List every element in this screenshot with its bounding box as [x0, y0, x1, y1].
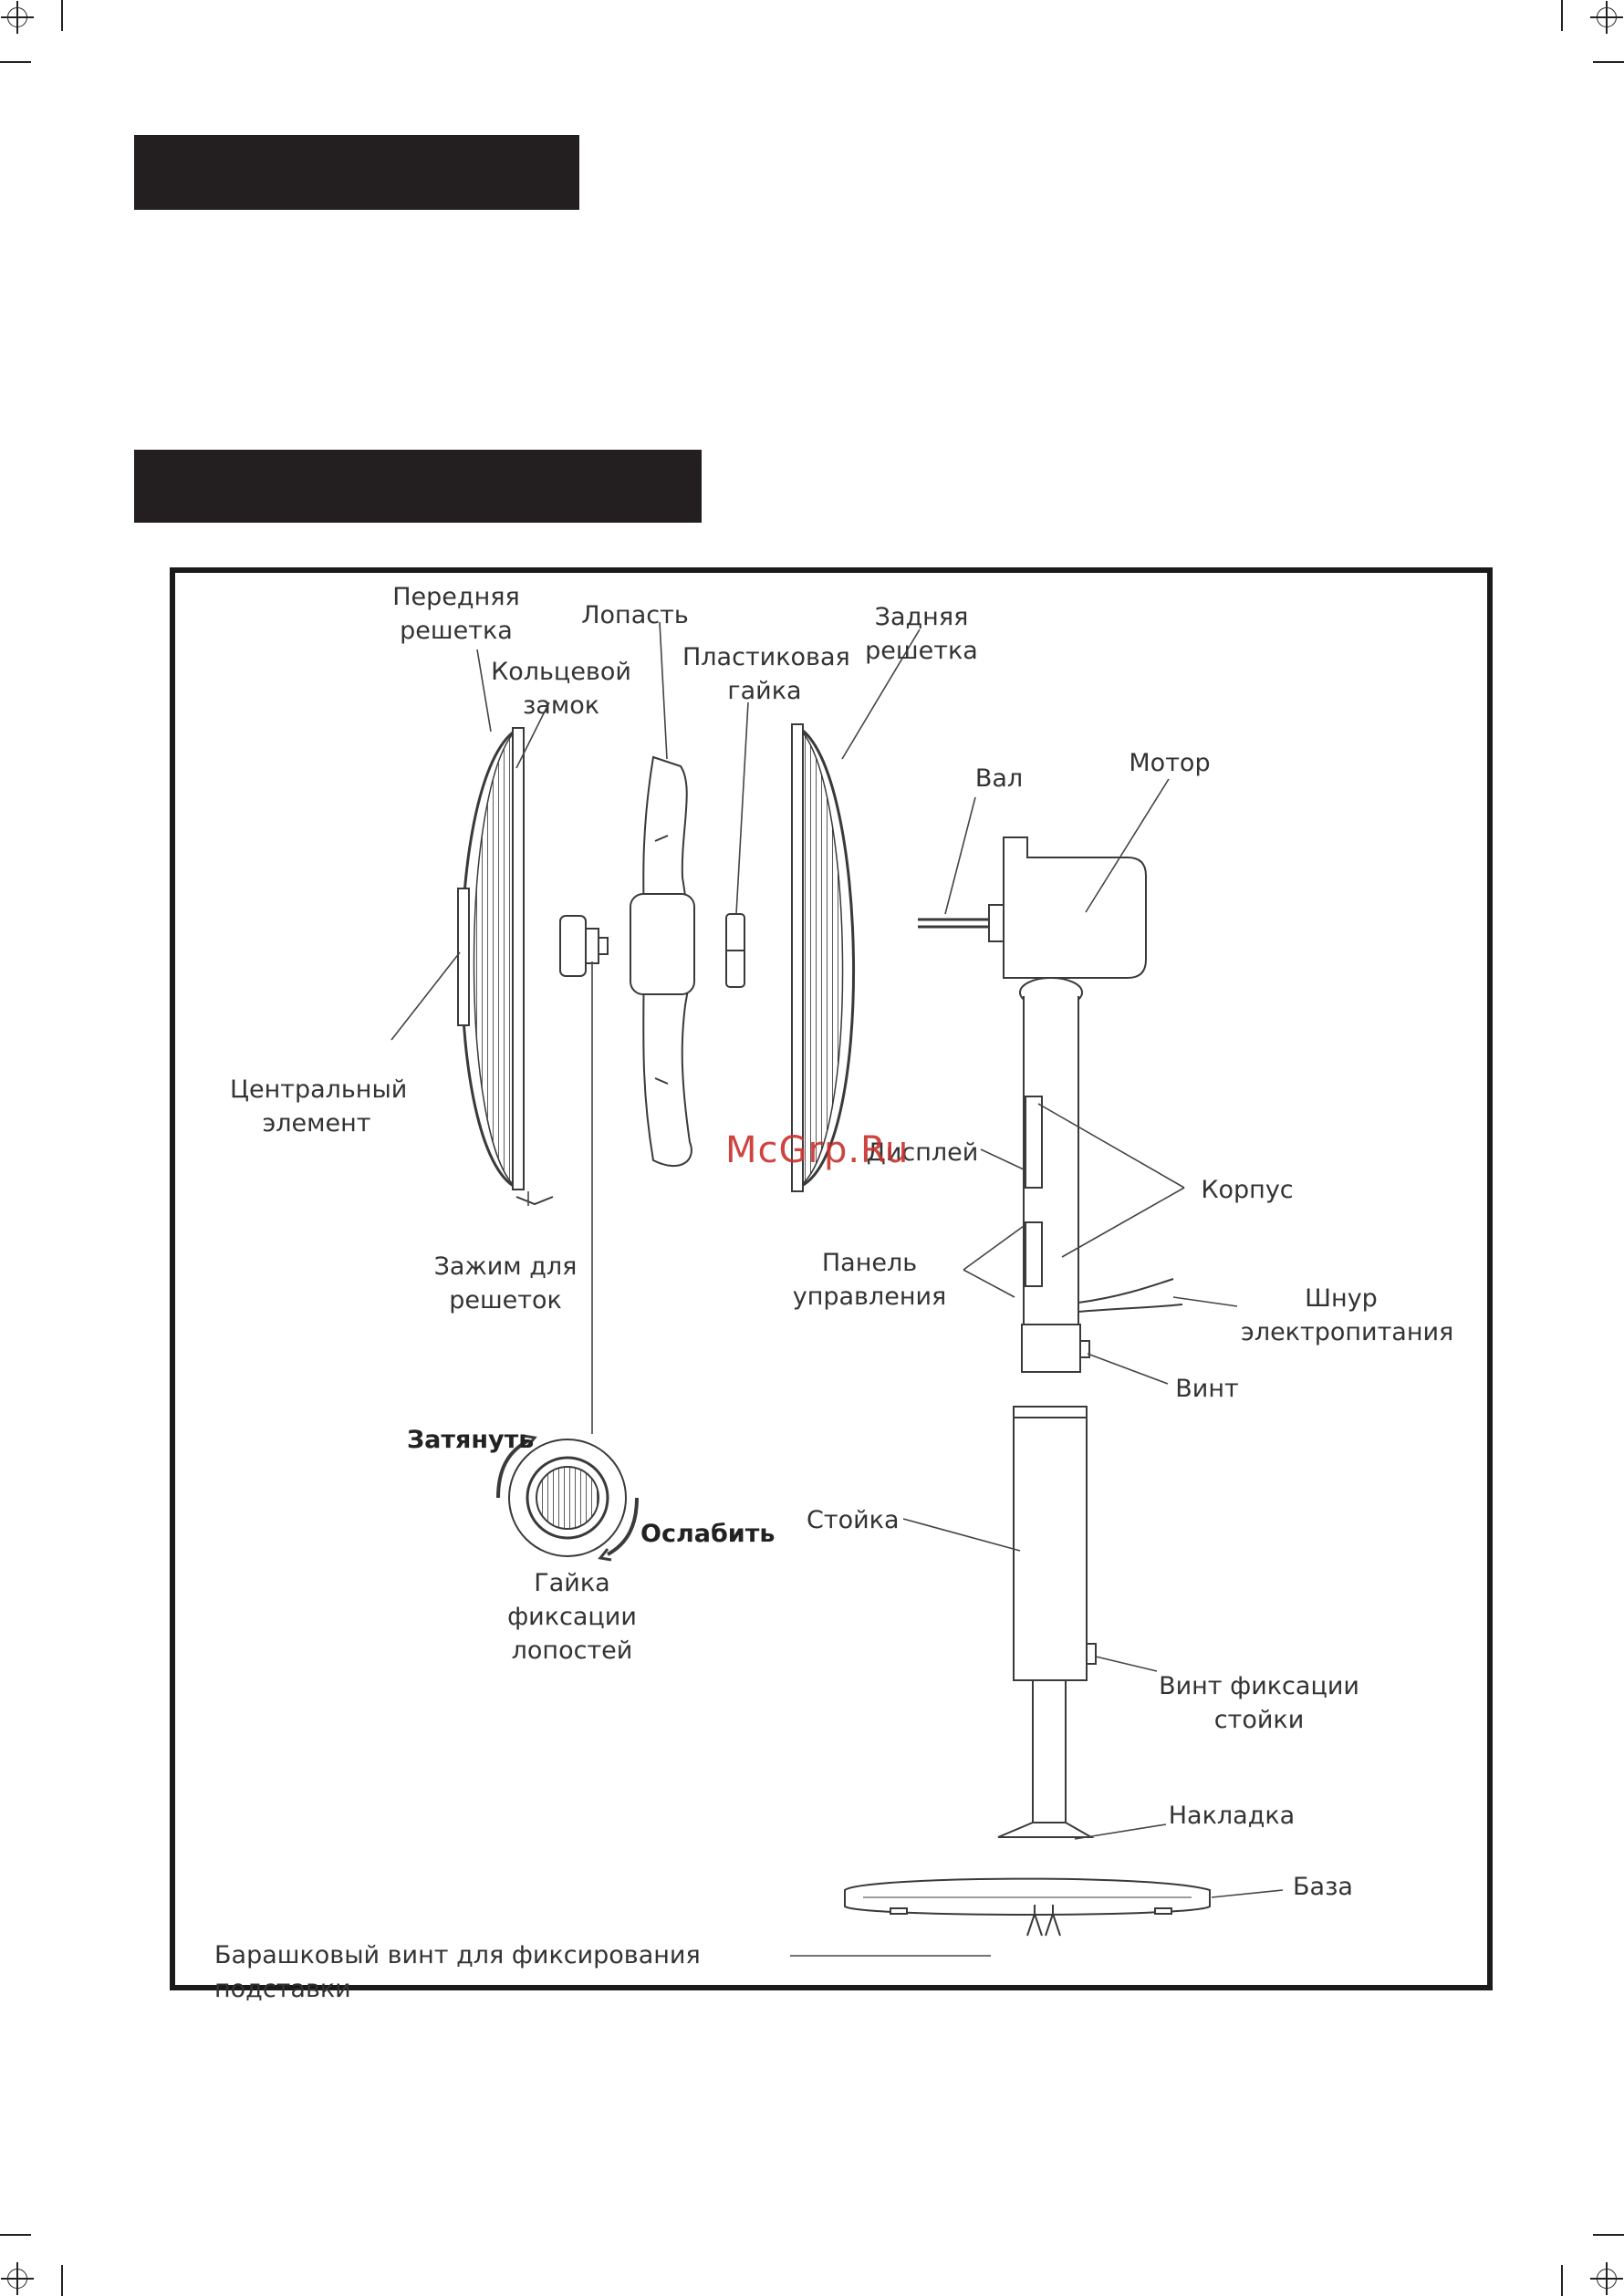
fan-exploded-diagram	[390, 621, 1284, 1957]
label-tighten: Затянуть	[407, 1426, 535, 1454]
motor	[918, 836, 1147, 1008]
watermark: McGrp.Ru	[725, 1129, 910, 1171]
fan-blade	[630, 755, 695, 1167]
crop-mark	[61, 0, 63, 31]
label-power-cord: Шнур электропитания	[1241, 1284, 1454, 1346]
plastic-nut	[725, 913, 745, 988]
label-shaft: Вал	[974, 764, 1024, 793]
base	[844, 1877, 1211, 1916]
label-pole: Стойка	[807, 1506, 900, 1534]
housing	[1021, 996, 1183, 1373]
section-header-bar	[134, 450, 702, 523]
label-control-panel: Панель управления	[792, 1249, 947, 1311]
label-grille-clip: Зажим для решеток	[433, 1252, 578, 1314]
label-plastic-nut: Пластиковая гайка	[682, 643, 850, 705]
label-blade: Лопасть	[581, 601, 689, 629]
crop-mark	[1593, 2234, 1624, 2236]
label-pole-screw: Винт фиксации стойки	[1159, 1672, 1359, 1734]
registration-mark-icon	[1590, 1, 1623, 34]
crop-mark	[0, 2234, 31, 2236]
diagram-frame	[170, 567, 1493, 1990]
registration-mark-icon	[1, 1, 34, 34]
label-motor: Мотор	[1129, 749, 1211, 777]
label-screw: Винт	[1175, 1375, 1239, 1403]
wing-screws	[1026, 1905, 1061, 1937]
section-header-bar	[134, 135, 579, 210]
label-base: База	[1293, 1873, 1353, 1901]
crop-mark	[61, 2265, 63, 2296]
blade-nut	[559, 915, 609, 977]
blade-nut-detail	[496, 1434, 639, 1562]
label-rear-grille: Задняя решетка	[865, 603, 978, 665]
pole	[1013, 1406, 1097, 1827]
label-cover: Накладка	[1168, 1802, 1296, 1830]
registration-mark-icon	[1590, 2262, 1623, 2295]
registration-mark-icon	[1, 2262, 34, 2295]
crop-mark	[1593, 61, 1624, 63]
label-wing-screw: Барашковый винт для фиксирования подстав…	[214, 1941, 701, 2003]
label-loosen: Ослабить	[640, 1520, 776, 1548]
cover	[997, 1822, 1095, 1838]
label-front-grille: Передняя решетка	[392, 583, 520, 645]
front-grille	[457, 727, 554, 1206]
crop-mark	[1561, 2265, 1563, 2296]
label-blade-nut: Гайка фиксации лопостей	[507, 1569, 637, 1665]
label-ring-lock: Кольцевой замок	[491, 658, 631, 720]
label-central-element: Центральный элемент	[230, 1075, 408, 1138]
rear-grille	[791, 723, 856, 1192]
label-housing: Корпус	[1201, 1176, 1294, 1204]
crop-mark	[0, 61, 31, 63]
label-display: Дисплей	[866, 1138, 979, 1167]
crop-mark	[1561, 0, 1563, 31]
